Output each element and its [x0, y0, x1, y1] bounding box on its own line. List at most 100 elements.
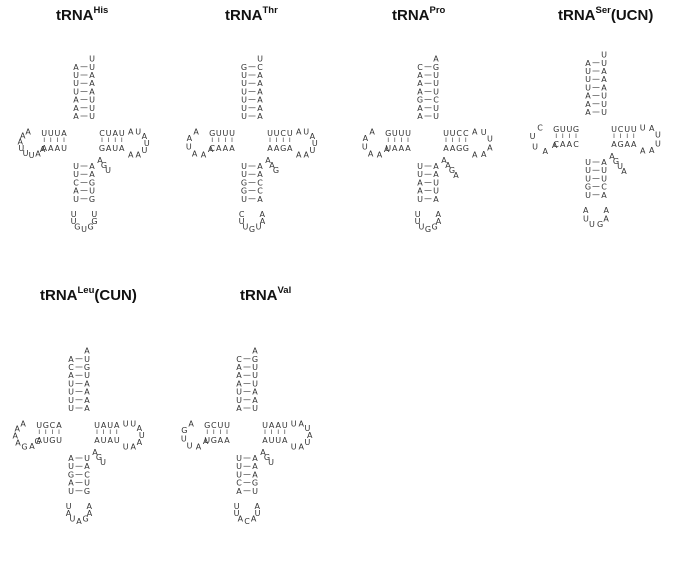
- nucleotide: C: [68, 363, 74, 372]
- nucleotide: G: [99, 144, 105, 153]
- nucleotide: A: [487, 144, 493, 153]
- nucleotide: U: [187, 442, 193, 451]
- nucleotide: A: [137, 438, 143, 447]
- nucleotide: A: [257, 112, 263, 121]
- title-suffix: (CUN): [94, 287, 137, 304]
- nucleotide: U: [43, 436, 49, 445]
- nucleotide: A: [73, 96, 79, 105]
- nucleotide: A: [236, 371, 242, 380]
- nucleotide: U: [139, 431, 145, 440]
- nucleotide: A: [363, 134, 369, 143]
- title-main: tRNA: [56, 7, 94, 24]
- nucleotide: A: [114, 421, 120, 430]
- title-main: tRNA: [558, 7, 596, 24]
- nucleotide: U: [23, 149, 29, 158]
- nucleotide: A: [107, 436, 113, 445]
- nucleotide: U: [601, 108, 607, 117]
- nucleotide: U: [68, 462, 74, 471]
- nucleotide: A: [624, 140, 630, 149]
- nucleotide: G: [49, 436, 55, 445]
- nucleotide: A: [445, 161, 451, 170]
- nucleotide: U: [222, 129, 228, 138]
- nucleotide: U: [312, 139, 318, 148]
- nucleotide: U: [252, 379, 258, 388]
- nucleotide: U: [282, 421, 288, 430]
- nucleotide: A: [252, 470, 258, 479]
- nucleotide: U: [601, 174, 607, 183]
- nucleotide: U: [532, 143, 538, 152]
- nucleotide: U: [287, 129, 293, 138]
- nucleotide: U: [236, 388, 242, 397]
- nucleotide: A: [238, 515, 244, 524]
- nucleotide: G: [425, 225, 431, 234]
- nucleotide: A: [631, 140, 637, 149]
- nucleotide: C: [573, 140, 579, 149]
- nucleotide: U: [252, 487, 258, 496]
- nucleotide: U: [655, 140, 661, 149]
- nucleotide: A: [417, 79, 423, 88]
- nucleotide: U: [84, 479, 90, 488]
- nucleotide: C: [433, 96, 439, 105]
- nucleotide: C: [244, 517, 250, 526]
- nucleotide: A: [583, 206, 589, 215]
- nucleotide: A: [87, 502, 93, 511]
- nucleotide: A: [257, 96, 263, 105]
- nucleotide: U: [417, 162, 423, 171]
- nucleotide: U: [84, 355, 90, 364]
- nucleotide: A: [405, 144, 411, 153]
- nucleotide: U: [530, 132, 536, 141]
- nucleotide: A: [112, 129, 118, 138]
- nucleotide: G: [209, 129, 215, 138]
- nucleotide: A: [603, 214, 609, 223]
- nucleotide: A: [188, 420, 194, 429]
- nucleotide: A: [640, 146, 646, 155]
- nucleotide: G: [597, 220, 603, 229]
- nucleotide: U: [241, 170, 247, 179]
- nucleotide: A: [84, 404, 90, 413]
- nucleotide: C: [601, 183, 607, 192]
- nucleotide: A: [399, 144, 405, 153]
- title-suffix: (UCN): [610, 7, 654, 24]
- nucleotide: U: [601, 92, 607, 101]
- nucleotide: A: [252, 462, 258, 471]
- nucleotide: A: [433, 162, 439, 171]
- nucleotide: C: [209, 144, 215, 153]
- nucleotide: A: [560, 140, 566, 149]
- nucleotide: A: [73, 104, 79, 113]
- nucleotide: A: [66, 509, 72, 518]
- nucleotide: A: [223, 144, 229, 153]
- nucleotide: U: [236, 454, 242, 463]
- nucleotide: U: [241, 162, 247, 171]
- nucleotide: U: [181, 435, 187, 444]
- nucleotide: C: [553, 140, 559, 149]
- nucleotide: A: [417, 71, 423, 80]
- title-superscript: Pro: [429, 5, 446, 16]
- nucleotide: A: [252, 388, 258, 397]
- nucleotide: U: [204, 436, 210, 445]
- nucleotide: U: [236, 462, 242, 471]
- nucleotide: U: [252, 363, 258, 372]
- nucleotide: U: [304, 424, 310, 433]
- nucleotide: U: [68, 396, 74, 405]
- nucleotide: A: [255, 502, 261, 511]
- acceptor-tip: A: [252, 347, 258, 356]
- nucleotide: U: [241, 112, 247, 121]
- nucleotide: G: [101, 161, 107, 170]
- nucleotide: U: [585, 158, 591, 167]
- nucleotide: A: [307, 431, 313, 440]
- nucleotide: A: [68, 454, 74, 463]
- nucleotide: G: [617, 140, 623, 149]
- nucleotide: A: [368, 150, 374, 159]
- nucleotide: C: [618, 125, 624, 134]
- nucleotide: U: [84, 371, 90, 380]
- nucleotide: U: [624, 125, 630, 134]
- nucleotide: A: [649, 146, 655, 155]
- title-main: tRNA: [240, 287, 278, 304]
- nucleotide: U: [89, 63, 95, 72]
- nucleotide: U: [123, 420, 129, 429]
- nucleotide: A: [472, 128, 478, 137]
- nucleotide: A: [543, 147, 549, 156]
